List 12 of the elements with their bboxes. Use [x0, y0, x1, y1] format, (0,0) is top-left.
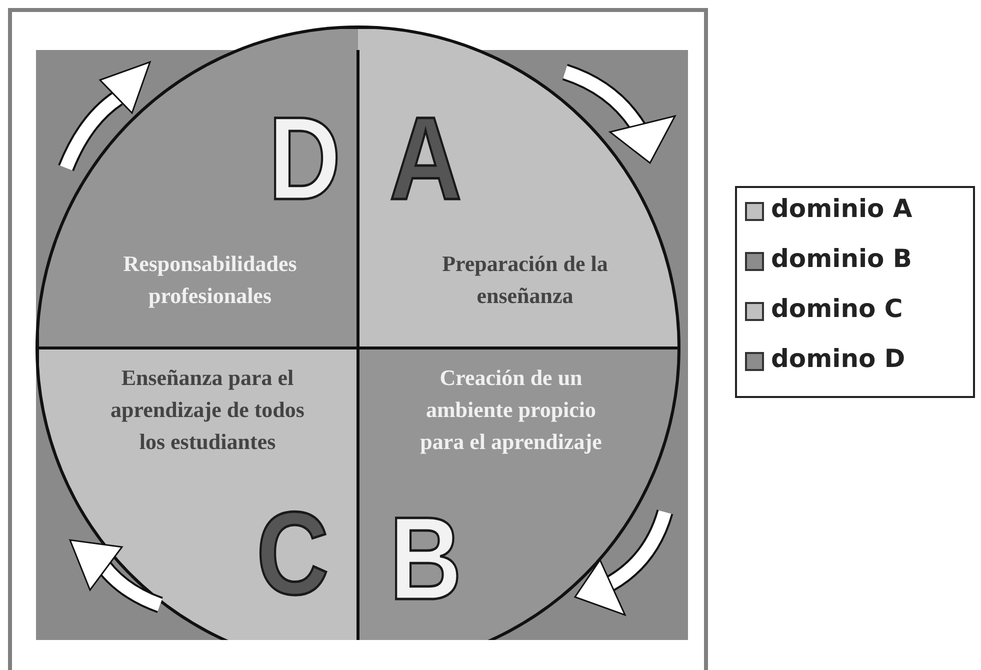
domain-letter: B [389, 500, 462, 618]
domain-title: Creación de un ambiente propicio para el aprendizaje [419, 364, 603, 456]
domain-title: Responsabilidades profesionales [122, 250, 298, 310]
domain-title: Enseñanza para el aprendizaje de todos los estudiantes [110, 364, 306, 456]
domain-letter: D [268, 100, 341, 218]
domain-letter: C [256, 495, 329, 613]
legend-label: dominio A [771, 194, 912, 224]
legend-label: dominio B [771, 244, 912, 274]
domain-title: Preparación de la enseñanza [441, 250, 609, 310]
domain-letter: A [389, 100, 462, 218]
legend-label: domino C [771, 294, 903, 324]
legend-label: domino D [771, 344, 906, 374]
